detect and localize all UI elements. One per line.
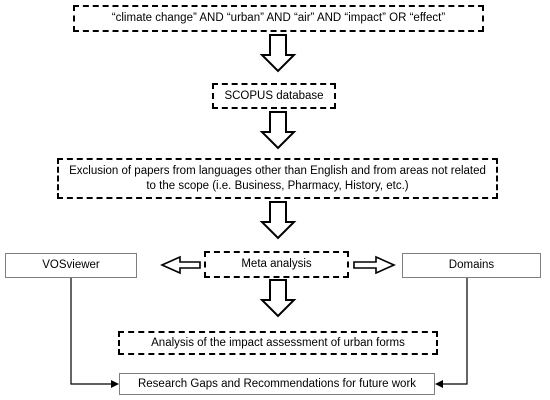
database-box: SCOPUS database — [212, 83, 336, 109]
vosviewer-box: VOSviewer — [5, 253, 137, 278]
research-gaps-text: Research Gaps and Recommendations for fu… — [137, 377, 417, 390]
exclusion-text: Exclusion of papers from languages other… — [69, 164, 486, 192]
vosviewer-text: VOSviewer — [42, 259, 100, 271]
down-arrow-meta-to-impact — [259, 279, 297, 318]
domains-box: Domains — [402, 253, 541, 278]
domains-text: Domains — [448, 259, 495, 271]
connector-domains-to-gaps — [441, 278, 468, 385]
down-arrow-exclusion-to-meta — [259, 201, 297, 240]
right-arrow-meta-to-domains — [353, 255, 396, 275]
exclusion-box: Exclusion of papers from languages other… — [57, 158, 498, 199]
down-arrow-query-to-database — [259, 34, 297, 73]
connector-arrowhead-right — [435, 380, 443, 388]
meta-analysis-text: Meta analysis — [241, 258, 312, 270]
down-arrow-database-to-exclusion — [259, 111, 297, 150]
impact-analysis-text: Analysis of the impact assessment of urb… — [151, 336, 405, 349]
left-arrow-meta-to-vosviewer — [160, 255, 201, 275]
connector-arrowhead-left — [111, 380, 119, 388]
impact-analysis-box: Analysis of the impact assessment of urb… — [118, 331, 438, 355]
meta-analysis-box: Meta analysis — [204, 251, 349, 278]
research-gaps-box: Research Gaps and Recommendations for fu… — [119, 373, 435, 395]
search-query-box: “climate change” AND “urban” AND “air” A… — [73, 5, 484, 32]
database-text: SCOPUS database — [224, 89, 324, 102]
search-query-text: “climate change” AND “urban” AND “air” A… — [111, 12, 446, 24]
connector-vosviewer-to-gaps — [70, 278, 113, 385]
